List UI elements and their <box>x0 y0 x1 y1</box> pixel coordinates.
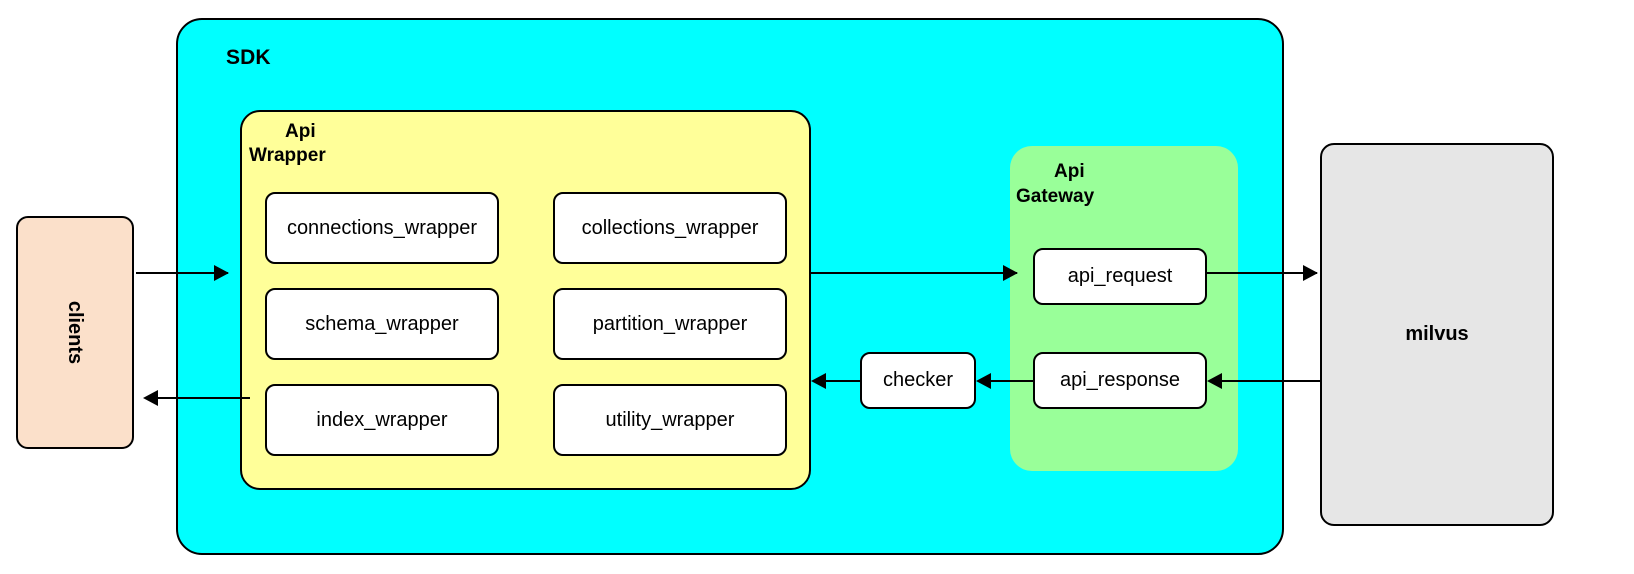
api-gateway-title-line2: Gateway <box>1016 185 1095 207</box>
edge-checker-to-api-wrapper-line <box>826 380 860 382</box>
edge-checker-to-api-wrapper-arrowhead-icon <box>811 373 826 389</box>
index-wrapper-label: index_wrapper <box>316 408 448 431</box>
partition-wrapper-label: partition_wrapper <box>592 312 748 335</box>
edge-milvus-to-api-response-line <box>1222 380 1320 382</box>
clients-node[interactable]: clients <box>16 216 134 449</box>
partition-wrapper-node[interactable]: partition_wrapper <box>553 288 787 360</box>
edge-api-response-to-checker-arrowhead-icon <box>976 373 991 389</box>
api-request-node[interactable]: api_request <box>1033 248 1207 305</box>
connections-wrapper-node[interactable]: connections_wrapper <box>265 192 499 264</box>
edge-milvus-to-api-response-arrowhead-icon <box>1207 373 1222 389</box>
edge-api-wrapper-to-api-gateway-arrowhead-icon <box>1003 265 1018 281</box>
edge-clients-to-api-wrapper-line <box>136 272 228 274</box>
api-response-node[interactable]: api_response <box>1033 352 1207 409</box>
api-wrapper-title-line2: Wrapper <box>249 145 326 167</box>
utility-wrapper-label: utility_wrapper <box>605 408 735 431</box>
milvus-node[interactable]: milvus <box>1320 143 1554 526</box>
api-response-label: api_response <box>1059 369 1181 391</box>
checker-label: checker <box>882 369 954 391</box>
api-gateway-title-line1: Api <box>1054 161 1085 182</box>
edge-api-wrapper-to-api-gateway-line <box>811 272 1017 274</box>
clients-label: clients <box>64 300 87 365</box>
milvus-label: milvus <box>1405 323 1469 345</box>
collections-wrapper-label: collections_wrapper <box>581 216 759 239</box>
schema-wrapper-node[interactable]: schema_wrapper <box>265 288 499 360</box>
schema-wrapper-label: schema_wrapper <box>305 312 459 335</box>
edge-api-response-to-checker-line <box>991 380 1033 382</box>
api-wrapper-title-line1: Api <box>285 121 316 142</box>
index-wrapper-node[interactable]: index_wrapper <box>265 384 499 456</box>
utility-wrapper-node[interactable]: utility_wrapper <box>553 384 787 456</box>
edge-api-request-to-milvus-line <box>1207 272 1317 274</box>
edge-api-wrapper-to-clients-arrowhead-icon <box>143 390 158 406</box>
edge-clients-to-api-wrapper-arrowhead-icon <box>214 265 229 281</box>
edge-api-wrapper-to-clients-line <box>158 397 250 399</box>
api-request-label: api_request <box>1067 265 1173 287</box>
api-gateway-title: Api Gateway <box>1016 160 1204 209</box>
edge-api-request-to-milvus-arrowhead-icon <box>1303 265 1318 281</box>
connections-wrapper-label: connections_wrapper <box>286 216 478 239</box>
sdk-title: SDK <box>226 46 271 69</box>
checker-node[interactable]: checker <box>860 352 976 409</box>
api-gateway-group[interactable]: Api Gateway <box>1010 146 1238 471</box>
collections-wrapper-node[interactable]: collections_wrapper <box>553 192 787 264</box>
api-wrapper-title: Api Wrapper <box>249 120 445 169</box>
